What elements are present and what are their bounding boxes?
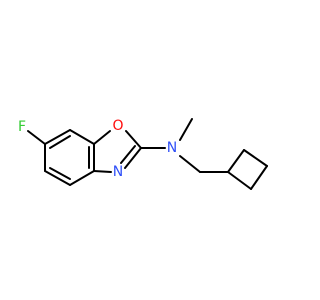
bond-o-c2 [125,130,142,149]
bond-c2-n [124,147,142,169]
bond-cb3-cb4 [250,165,268,190]
bond-double-c1-c2 [49,135,71,149]
bond-c3-c4 [44,170,71,186]
bond-c2-f [27,130,46,145]
bond-c1-c2 [44,129,71,145]
bond-cb4-cb1 [227,171,252,190]
bond-cb1-cb2 [227,149,245,173]
bond-c6-o [93,130,111,145]
atom-label-fluorine: F [18,119,26,135]
bond-double-c3-c4 [49,167,71,180]
bond-double-c2-n [120,145,136,164]
bond-c4-c5 [69,170,95,186]
atom-label-nitrogen-amine: N [167,140,177,156]
molecule-structure: F O N N [18,118,268,190]
bond-cb2-cb3 [243,149,268,167]
bond-namine-ch2 [179,155,201,173]
atom-label-oxygen: O [112,118,123,134]
bond-namine-methyl [179,118,193,141]
bond-c6-c1 [69,129,95,145]
atom-label-nitrogen-ring: N [113,164,123,180]
bond-n-c5 [93,170,112,173]
